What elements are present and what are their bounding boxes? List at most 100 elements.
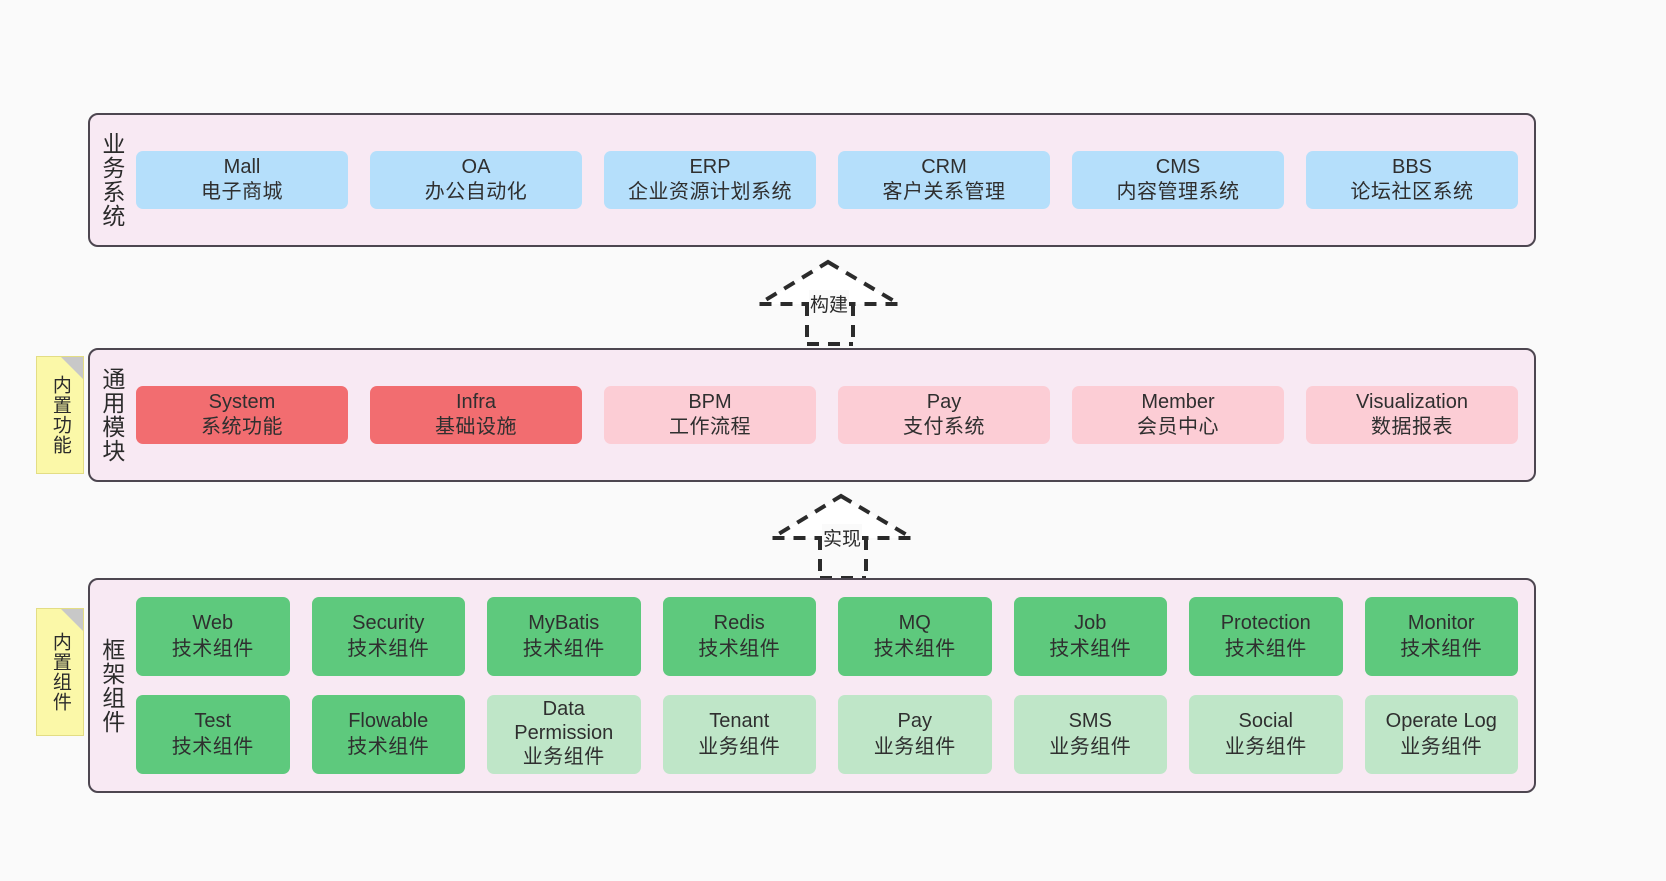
component-card-security[interactable]: Security 技术组件 — [311, 597, 465, 676]
sticky-note-builtin-components: 内置组件 — [36, 608, 84, 736]
component-card-monitor[interactable]: Monitor 技术组件 — [1364, 597, 1518, 676]
component-card-title: Data Permission — [514, 698, 614, 744]
component-card-subtitle: 业务组件 — [1400, 735, 1483, 758]
connector-build: 构建 — [757, 258, 907, 346]
layer-title-common-modules: 通用模块 — [98, 367, 125, 463]
cell-row: Mall 电子商城 OA 办公自动化 ERP 企业资源计划系统 CRM 客户关系… — [136, 150, 1518, 210]
module-card-subtitle: 办公自动化 — [424, 181, 528, 203]
component-card-job[interactable]: Job 技术组件 — [1013, 597, 1167, 676]
component-card-title: MyBatis — [528, 612, 600, 635]
connector-implement: 实现 — [770, 492, 920, 580]
component-card-flowable[interactable]: Flowable 技术组件 — [311, 695, 465, 774]
component-card-title: Flowable — [348, 710, 429, 733]
module-card-cms[interactable]: CMS 内容管理系统 — [1072, 150, 1284, 210]
cell-row: Test 技术组件 Flowable 技术组件 Data Permission … — [136, 695, 1518, 774]
module-card-title: Mall — [223, 155, 261, 178]
note-fold-corner-icon — [61, 609, 83, 631]
module-card-oa[interactable]: OA 办公自动化 — [370, 150, 582, 210]
module-card-erp[interactable]: ERP 企业资源计划系统 — [604, 150, 816, 210]
component-card-subtitle: 技术组件 — [1400, 637, 1483, 660]
module-card-subtitle: 系统功能 — [201, 416, 283, 438]
module-card-subtitle: 支付系统 — [903, 416, 985, 438]
layer-body-common-modules: System 系统功能 Infra 基础设施 BPM 工作流程 Pay 支付系统… — [132, 350, 1534, 480]
component-card-mybatis[interactable]: MyBatis 技术组件 — [487, 597, 641, 676]
component-card-subtitle: 技术组件 — [1049, 637, 1132, 660]
component-card-title: Redis — [713, 612, 765, 635]
component-card-subtitle: 技术组件 — [171, 637, 254, 660]
component-card-redis[interactable]: Redis 技术组件 — [662, 597, 816, 676]
component-card-subtitle: 技术组件 — [873, 637, 956, 660]
module-card-title: Pay — [926, 390, 962, 413]
module-card-subtitle: 工作流程 — [669, 416, 751, 438]
component-card-title: Protection — [1220, 612, 1311, 635]
module-card-visualization[interactable]: Visualization 数据报表 — [1306, 385, 1518, 445]
module-card-title: BBS — [1391, 155, 1433, 178]
note-fold-corner-icon — [61, 357, 83, 379]
layer-business-systems: 业务系统 Mall 电子商城 OA 办公自动化 ERP 企业资源计划系统 CRM… — [88, 113, 1536, 247]
component-card-title: Pay — [897, 710, 932, 733]
sticky-note-label: 内置功能 — [49, 375, 71, 455]
component-card-pay[interactable]: Pay 业务组件 — [838, 695, 992, 774]
component-card-subtitle: 业务组件 — [522, 746, 605, 769]
component-card-sms[interactable]: SMS 业务组件 — [1013, 695, 1167, 774]
component-card-title: Job — [1074, 612, 1107, 635]
connector-build-label: 构建 — [809, 290, 850, 317]
component-card-title: SMS — [1068, 710, 1112, 733]
cell-row: Web 技术组件 Security 技术组件 MyBatis 技术组件 Redi… — [136, 597, 1518, 676]
module-card-subtitle: 基础设施 — [435, 416, 517, 438]
module-card-crm[interactable]: CRM 客户关系管理 — [838, 150, 1050, 210]
module-card-subtitle: 电子商城 — [201, 181, 283, 203]
cell-row: System 系统功能 Infra 基础设施 BPM 工作流程 Pay 支付系统… — [136, 385, 1518, 445]
module-card-subtitle: 内容管理系统 — [1116, 181, 1240, 203]
layer-common-modules: 通用模块 System 系统功能 Infra 基础设施 BPM 工作流程 Pay… — [88, 348, 1536, 482]
component-card-title: MQ — [898, 612, 931, 635]
component-card-test[interactable]: Test 技术组件 — [136, 695, 290, 774]
component-card-title: Test — [194, 710, 232, 733]
module-card-title: Member — [1141, 390, 1215, 413]
component-card-web[interactable]: Web 技术组件 — [136, 597, 290, 676]
component-card-social[interactable]: Social 业务组件 — [1189, 695, 1343, 774]
component-card-title: Monitor — [1407, 612, 1475, 635]
module-card-subtitle: 论坛社区系统 — [1350, 181, 1474, 203]
component-card-subtitle: 业务组件 — [1224, 735, 1307, 758]
component-card-subtitle: 业务组件 — [1049, 735, 1132, 758]
module-card-member[interactable]: Member 会员中心 — [1072, 385, 1284, 445]
layer-title-business-systems: 业务系统 — [98, 132, 125, 228]
connector-implement-label: 实现 — [822, 524, 863, 551]
module-card-title: OA — [461, 155, 491, 178]
module-card-subtitle: 企业资源计划系统 — [628, 181, 792, 203]
module-card-bpm[interactable]: BPM 工作流程 — [604, 385, 816, 445]
component-card-subtitle: 技术组件 — [1224, 637, 1307, 660]
module-card-title: Visualization — [1356, 390, 1468, 413]
component-card-title: Operate Log — [1385, 710, 1497, 733]
component-card-subtitle: 技术组件 — [698, 637, 781, 660]
module-card-subtitle: 客户关系管理 — [882, 181, 1006, 203]
module-card-title: System — [208, 390, 276, 413]
layer-body-framework-components: Web 技术组件 Security 技术组件 MyBatis 技术组件 Redi… — [132, 580, 1534, 791]
component-card-mq[interactable]: MQ 技术组件 — [838, 597, 992, 676]
component-card-title: Web — [192, 612, 234, 635]
module-card-title: CRM — [921, 155, 967, 178]
component-card-subtitle: 技术组件 — [171, 735, 254, 758]
module-card-title: Infra — [455, 390, 497, 413]
module-card-pay[interactable]: Pay 支付系统 — [838, 385, 1050, 445]
module-card-infra[interactable]: Infra 基础设施 — [370, 385, 582, 445]
layer-framework-components: 框架组件 Web 技术组件 Security 技术组件 MyBatis 技术组件… — [88, 578, 1536, 793]
layer-body-business-systems: Mall 电子商城 OA 办公自动化 ERP 企业资源计划系统 CRM 客户关系… — [132, 115, 1534, 245]
component-card-title: Tenant — [709, 710, 770, 733]
component-card-data-permission[interactable]: Data Permission 业务组件 — [487, 695, 641, 774]
sticky-note-builtin-features: 内置功能 — [36, 356, 84, 474]
module-card-system[interactable]: System 系统功能 — [136, 385, 348, 445]
module-card-title: ERP — [689, 155, 731, 178]
module-card-bbs[interactable]: BBS 论坛社区系统 — [1306, 150, 1518, 210]
module-card-title: CMS — [1155, 155, 1201, 178]
module-card-subtitle: 数据报表 — [1371, 416, 1453, 438]
component-card-subtitle: 技术组件 — [347, 637, 430, 660]
layer-title-framework-components: 框架组件 — [98, 637, 125, 734]
module-card-mall[interactable]: Mall 电子商城 — [136, 150, 348, 210]
component-card-subtitle: 业务组件 — [698, 735, 781, 758]
component-card-protection[interactable]: Protection 技术组件 — [1189, 597, 1343, 676]
component-card-operate-log[interactable]: Operate Log 业务组件 — [1364, 695, 1518, 774]
component-card-tenant[interactable]: Tenant 业务组件 — [662, 695, 816, 774]
component-card-title: Security — [352, 612, 425, 635]
